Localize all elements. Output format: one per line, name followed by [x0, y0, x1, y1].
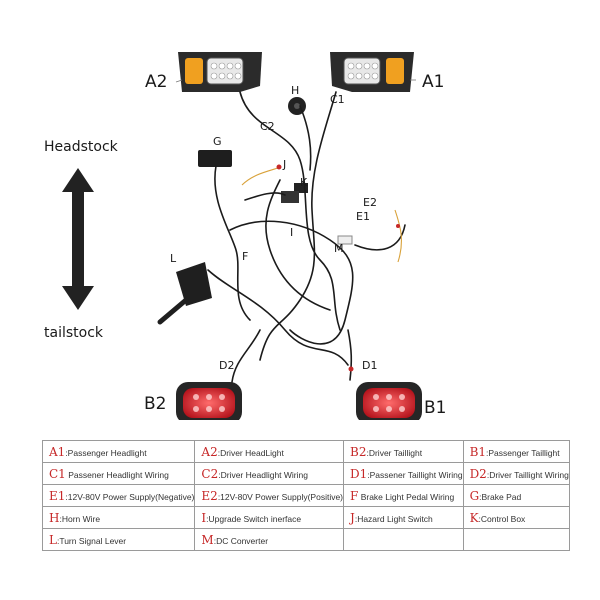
legend-cell: B2:Driver Taillight: [343, 440, 464, 463]
callout-i: I: [290, 226, 294, 239]
legend-code: K: [469, 510, 479, 525]
legend-code: E2: [201, 488, 218, 503]
callout-c2: C2: [260, 120, 275, 133]
legend-cell: E2:12V-80V Power Supply(Positive): [194, 484, 345, 507]
legend-cell: D1:Passener Taillight Wiring: [343, 462, 464, 485]
legend-cell: A2:Driver HeadLight: [194, 440, 345, 463]
brake-pad: [198, 150, 232, 167]
legend-code: A1: [49, 444, 66, 459]
legend-code: B1: [469, 444, 487, 459]
tailstock-label: tailstock: [44, 325, 104, 341]
legend-code: G: [469, 488, 480, 503]
legend-cell: G:Brake Pad: [462, 484, 570, 507]
control-box: [281, 183, 308, 203]
legend-cell: L:Turn Signal Lever: [41, 528, 196, 551]
legend-description: :Driver Taillight: [366, 447, 423, 458]
legend-description: :12V-80V Power Supply(Negative): [65, 491, 195, 502]
callout-h: H: [291, 84, 300, 97]
legend-description: :Brake Pad: [479, 491, 522, 502]
legend-code: D2: [469, 466, 487, 481]
legend-code: J: [350, 510, 355, 525]
legend-code: E1: [49, 488, 66, 503]
callout-d2: D2: [219, 359, 235, 372]
legend-cell: D2:Driver Taillight Wiring: [462, 462, 570, 485]
callout-d1: D1: [362, 359, 378, 372]
legend-code: D1: [350, 466, 368, 481]
legend-description: Passener Headlight Wiring: [65, 469, 169, 480]
legend-cell: E1:12V-80V Power Supply(Negative): [41, 484, 196, 507]
legend-description: :Passener Taillight Wiring: [367, 469, 463, 480]
direction-arrow: [62, 168, 94, 310]
legend-description: :Passenger Taillight: [486, 447, 560, 458]
legend-cell: F Brake Light Pedal Wiring: [343, 484, 464, 507]
callout-a2: A2: [145, 72, 168, 92]
legend-description: :Driver Taillight Wiring: [486, 469, 569, 480]
callout-k: K: [300, 176, 308, 189]
legend-cell: B1:Passenger Taillight: [462, 440, 570, 463]
passenger-headlight: [330, 52, 414, 92]
callout-j: J: [283, 158, 287, 171]
legend-cell: C1 Passener Headlight Wiring: [41, 462, 196, 485]
legend-code: B2: [350, 444, 367, 459]
legend-description: :Turn Signal Lever: [56, 535, 127, 546]
legend-description: :Upgrade Switch inerface: [206, 513, 302, 524]
legend-cell: H:Horn Wire: [41, 506, 196, 529]
legend-cell: K:Control Box: [462, 506, 570, 529]
passenger-taillight: [356, 382, 422, 420]
legend-description: :Hazard Light Switch: [354, 513, 433, 524]
legend-description: Brake Light Pedal Wiring: [358, 491, 455, 502]
legend-cell: [462, 528, 570, 551]
legend-code: F: [350, 488, 359, 503]
callout-c1: C1: [330, 93, 345, 106]
driver-taillight: [176, 382, 242, 420]
callout-l: L: [170, 252, 177, 265]
legend-description: :Driver Headlight Wiring: [218, 469, 308, 480]
legend-description: :DC Converter: [213, 535, 269, 546]
legend-cell: J:Hazard Light Switch: [343, 506, 464, 529]
headstock-label: Headstock: [44, 139, 118, 155]
callout-a1: A1: [422, 72, 445, 92]
wiring-diagram: [62, 52, 422, 420]
legend-code: C1: [49, 466, 66, 481]
callout-f: F: [242, 250, 249, 263]
legend-code: M: [201, 532, 214, 547]
legend-cell: C2:Driver Headlight Wiring: [194, 462, 345, 485]
legend-description: :Horn Wire: [59, 513, 101, 524]
callout-m: M: [334, 242, 344, 255]
legend-description: :Control Box: [478, 513, 526, 524]
legend-description: :Driver HeadLight: [217, 447, 284, 458]
wire-harness: [207, 91, 406, 383]
callout-b2: B2: [144, 394, 167, 414]
callout-g: G: [213, 135, 222, 148]
legend-cell: A1:Passenger Headlight: [41, 440, 196, 463]
legend-code: I: [201, 510, 207, 525]
legend-description: :12V-80V Power Supply(Positive): [217, 491, 344, 502]
callout-b1: B1: [424, 398, 447, 418]
dc-converter: [337, 235, 353, 245]
legend-code: L: [49, 532, 57, 547]
legend-row: E1:12V-80V Power Supply(Negative)E2:12V-…: [41, 484, 570, 507]
legend-description: :Passenger Headlight: [65, 447, 147, 458]
legend-code: C2: [201, 466, 219, 481]
callout-e2: E2: [363, 196, 377, 209]
legend-cell: M:DC Converter: [194, 528, 345, 551]
callout-e1: E1: [356, 210, 370, 223]
legend-cell: [343, 528, 464, 551]
turn-signal-lever: [157, 262, 212, 325]
driver-headlight: [178, 52, 262, 92]
legend-cell: I:Upgrade Switch inerface: [194, 506, 345, 529]
legend-code: H: [49, 510, 60, 525]
legend-code: A2: [201, 444, 218, 459]
